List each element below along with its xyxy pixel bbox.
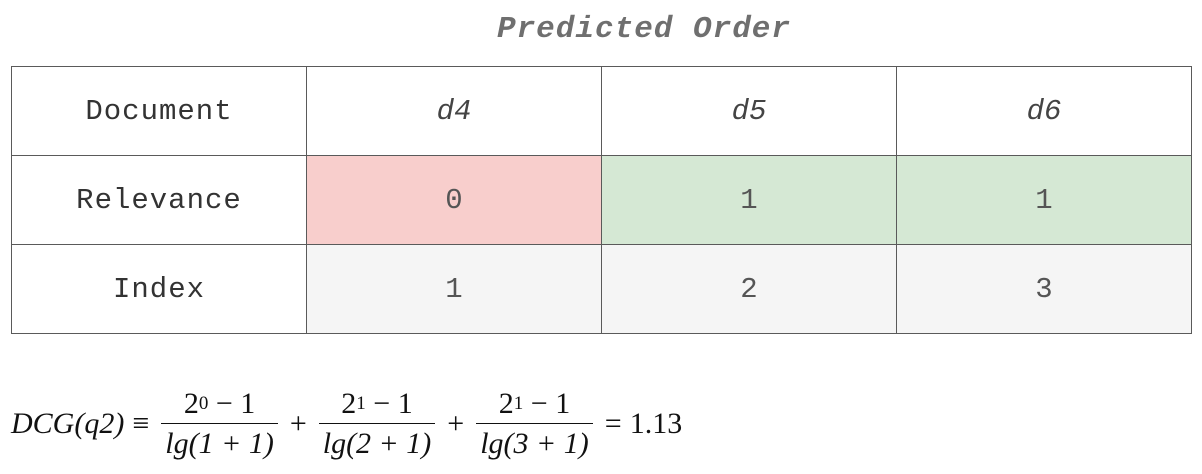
row-header-relevance: Relevance [11,155,307,245]
document-cell-2: d5 [601,66,897,156]
index-cell-2: 2 [601,244,897,334]
index-cell-1: 1 [306,244,602,334]
exponent-3: 1 [513,392,524,414]
index-cell-3: 3 [896,244,1192,334]
relevance-cell-2: 1 [601,155,897,245]
minus-one-1: − 1 [208,386,256,420]
minus-one-2: − 1 [365,386,413,420]
relevance-cell-1: 0 [306,155,602,245]
numerator-3: 21 − 1 [495,387,574,424]
numerator-1: 20 − 1 [180,387,259,424]
denominator-1: lg(1 + 1) [161,423,278,462]
document-cell-3: d6 [896,66,1192,156]
dcg-formula: DCG(q2) ≡ 20 − 1 lg(1 + 1) + 21 − 1 lg(2… [11,382,682,466]
table-row-index: Index 1 2 3 [11,244,1192,334]
fraction-term-2: 21 − 1 lg(2 + 1) [318,387,436,462]
table-row-relevance: Relevance 0 1 1 [11,155,1192,245]
formula-result: 1.13 [629,407,683,440]
table-row-document: Document d4 d5 d6 [11,66,1192,156]
diagram-title: Predicted Order [496,12,792,47]
predicted-order-table: Document d4 d5 d6 Relevance 0 1 1 Index … [11,66,1192,334]
exponent-1: 0 [198,392,209,414]
base-2: 2 [341,386,357,420]
fraction-term-3: 21 − 1 lg(3 + 1) [476,387,593,462]
document-cell-1: d4 [306,66,602,156]
equiv-sign: ≡ [132,407,150,440]
fraction-term-1: 20 − 1 lg(1 + 1) [161,387,278,462]
row-header-index: Index [11,244,307,334]
numerator-2: 21 − 1 [337,387,416,424]
minus-one-3: − 1 [523,386,571,420]
plus-sign-1: + [289,407,307,440]
exponent-2: 1 [356,392,366,414]
plus-sign-2: + [447,407,465,440]
base-1: 2 [183,386,199,420]
denominator-3: lg(3 + 1) [476,423,593,462]
equals-sign: = [604,407,622,440]
denominator-2: lg(2 + 1) [318,423,436,462]
formula-lhs: DCG(q2) [11,407,125,440]
base-3: 2 [498,386,514,420]
row-header-document: Document [11,66,307,156]
relevance-cell-3: 1 [896,155,1192,245]
